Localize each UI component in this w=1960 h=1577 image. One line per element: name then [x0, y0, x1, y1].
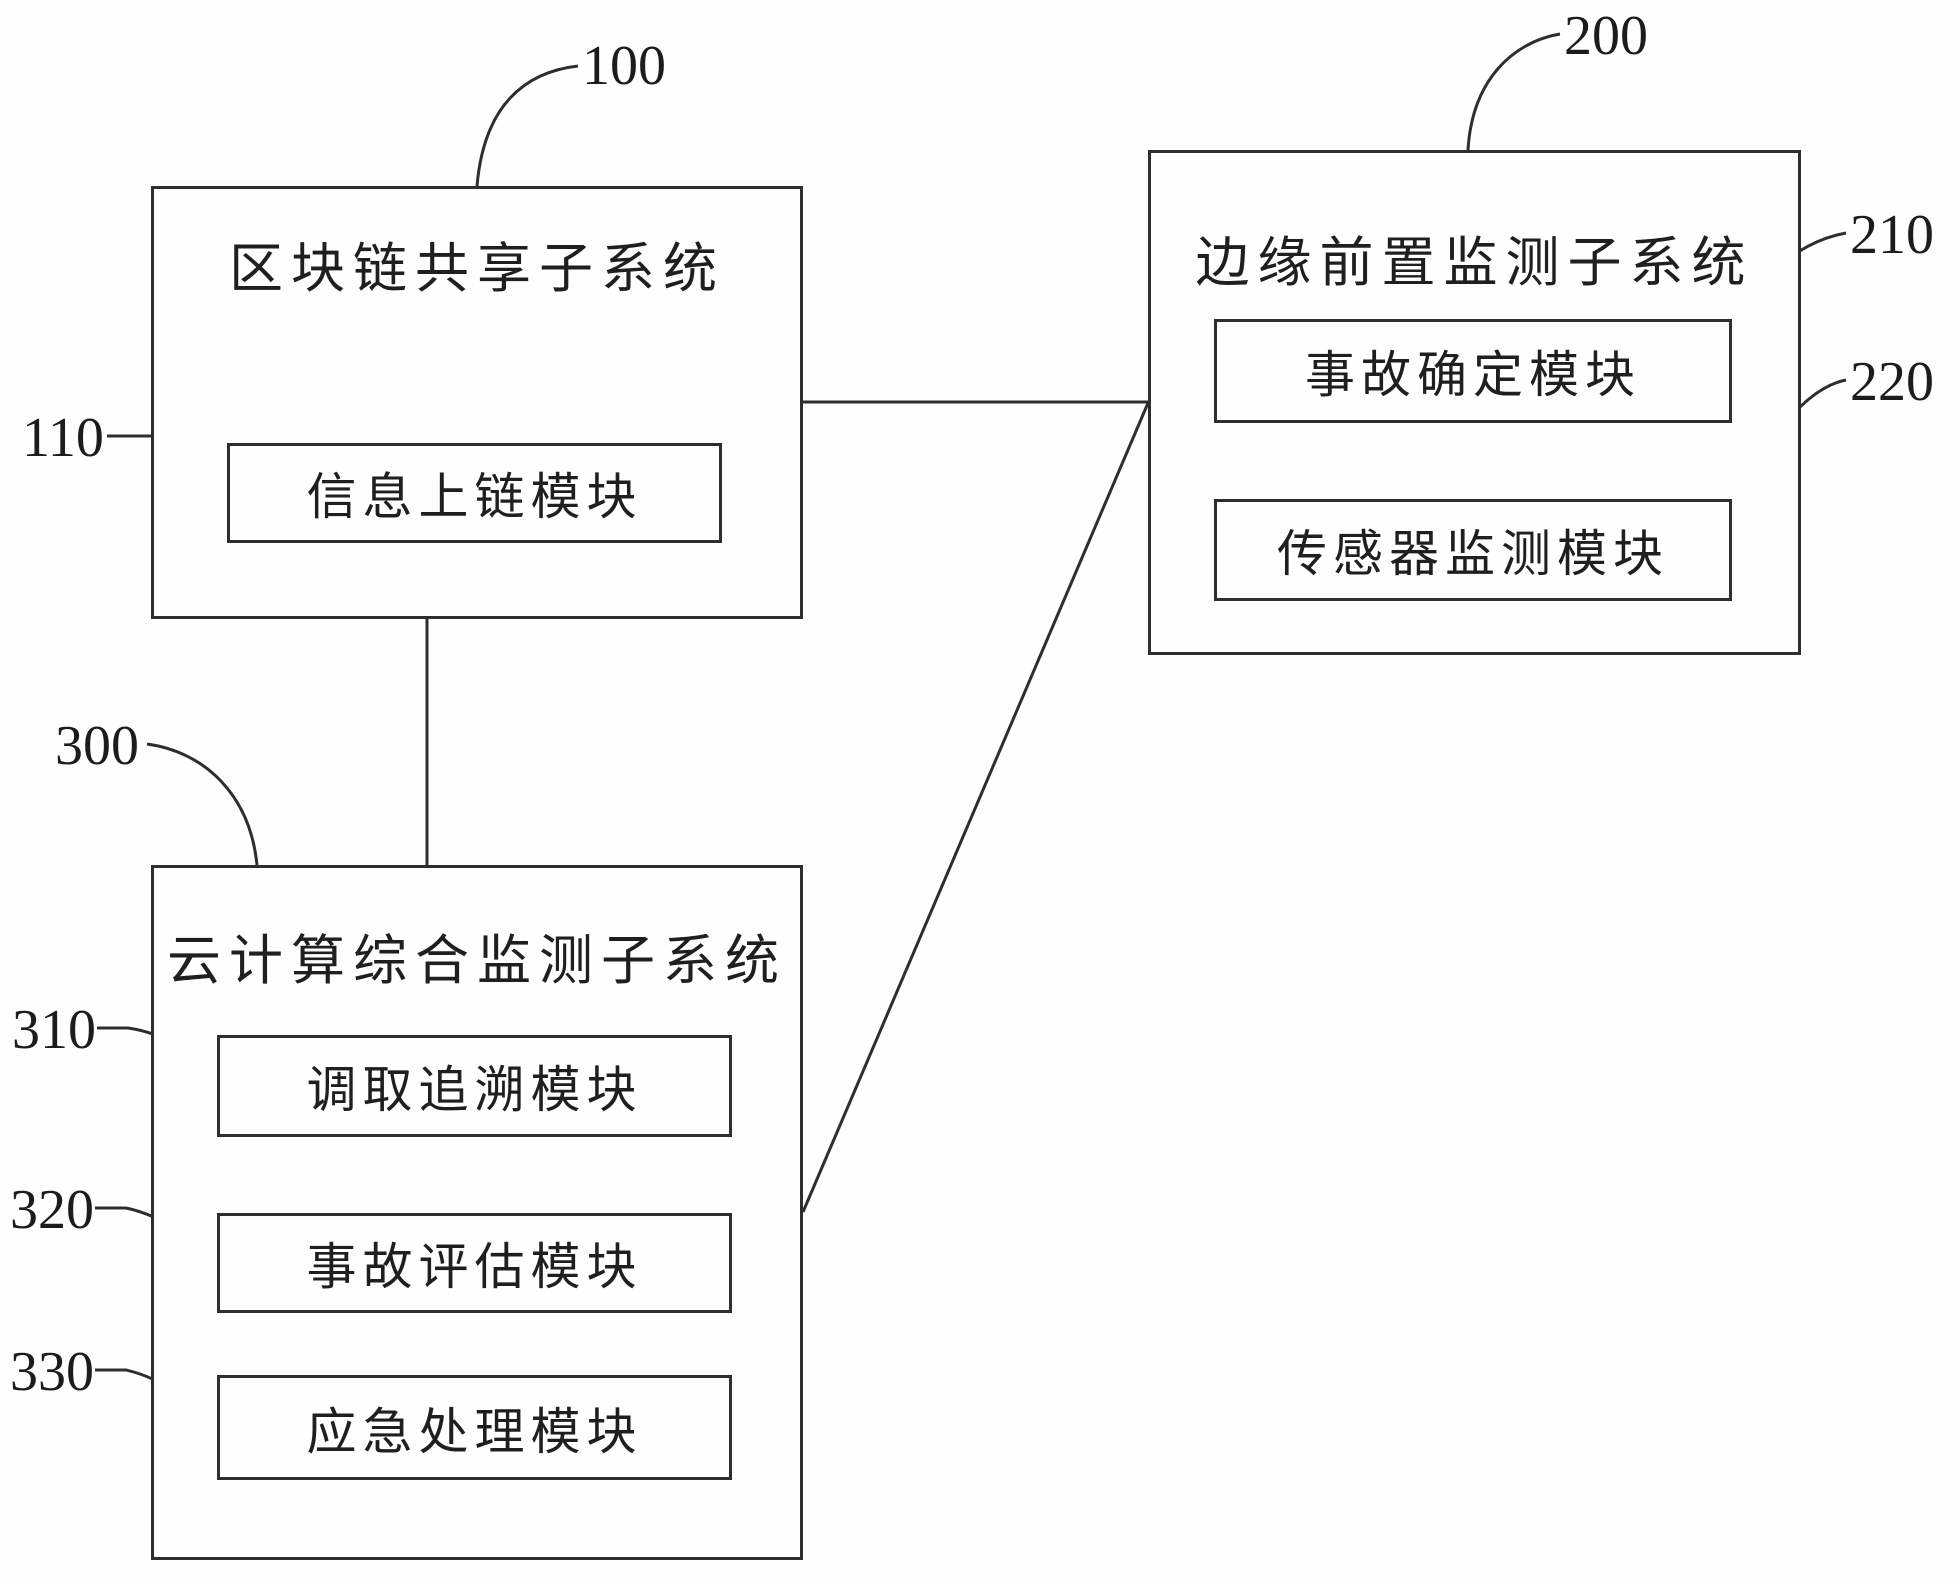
- ref-label-220: 220: [1850, 351, 1934, 413]
- ref-label-300: 300: [55, 715, 139, 777]
- ref-label-210: 210: [1850, 204, 1934, 266]
- ref-label-320: 320: [10, 1179, 94, 1241]
- leader-line-100: [475, 64, 579, 187]
- leader-line-300: [146, 742, 259, 866]
- leader-line-200: [1466, 32, 1561, 151]
- module-box-accident-assessment: 事故评估模块: [217, 1213, 732, 1313]
- module-box-accident-determination: 事故确定模块: [1214, 319, 1732, 423]
- connector-edge-cloud: [801, 402, 1150, 1213]
- subsystem-title-blockchain: 区块链共享子系统: [229, 239, 725, 299]
- ref-label-310: 310: [12, 999, 96, 1061]
- ref-label-100: 100: [582, 35, 666, 97]
- subsystem-box-blockchain: [151, 186, 803, 619]
- module-box-retrieval-traceability: 调取追溯模块: [217, 1035, 732, 1137]
- subsystem-title-edge-monitoring: 边缘前置监测子系统: [1195, 233, 1754, 293]
- subsystem-title-cloud-monitoring: 云计算综合监测子系统: [167, 931, 787, 991]
- module-box-sensor-monitoring: 传感器监测模块: [1214, 499, 1732, 601]
- module-box-info-uplink: 信息上链模块: [227, 443, 722, 543]
- ref-label-330: 330: [10, 1341, 94, 1403]
- module-box-emergency-handling: 应急处理模块: [217, 1375, 732, 1480]
- ref-label-110: 110: [22, 407, 104, 469]
- ref-label-200: 200: [1564, 5, 1648, 67]
